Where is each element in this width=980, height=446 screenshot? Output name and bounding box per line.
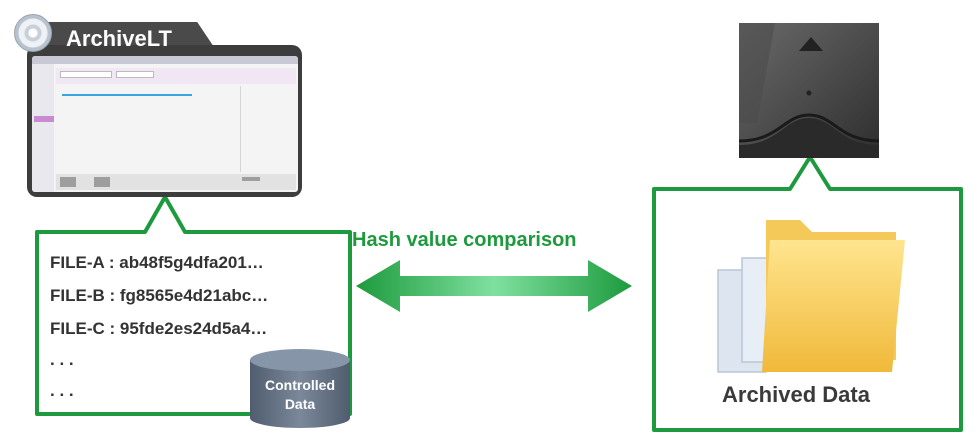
archived-data-label: Archived Data [722,382,870,407]
app-title: ArchiveLT [66,26,172,51]
double-arrow-icon [356,260,632,312]
hash-row-file-c: FILE-C : 95fde2es24d5a4… [50,319,268,338]
app-screenshot [32,56,298,192]
hash-row-file-a: FILE-A : ab48f5g4dfa201… [50,253,264,272]
tape-cartridge-icon [739,23,879,158]
folder-icon [762,220,905,372]
database-label: Controlled Data [265,377,335,412]
ellipsis-row: . . . [50,381,74,400]
hash-row-file-b: FILE-B : fg8565e4d21abc… [50,286,269,305]
cd-icon [14,14,52,52]
ellipsis-row: . . . [50,350,74,369]
comparison-label: Hash value comparison [352,229,577,251]
database-icon [250,349,350,428]
